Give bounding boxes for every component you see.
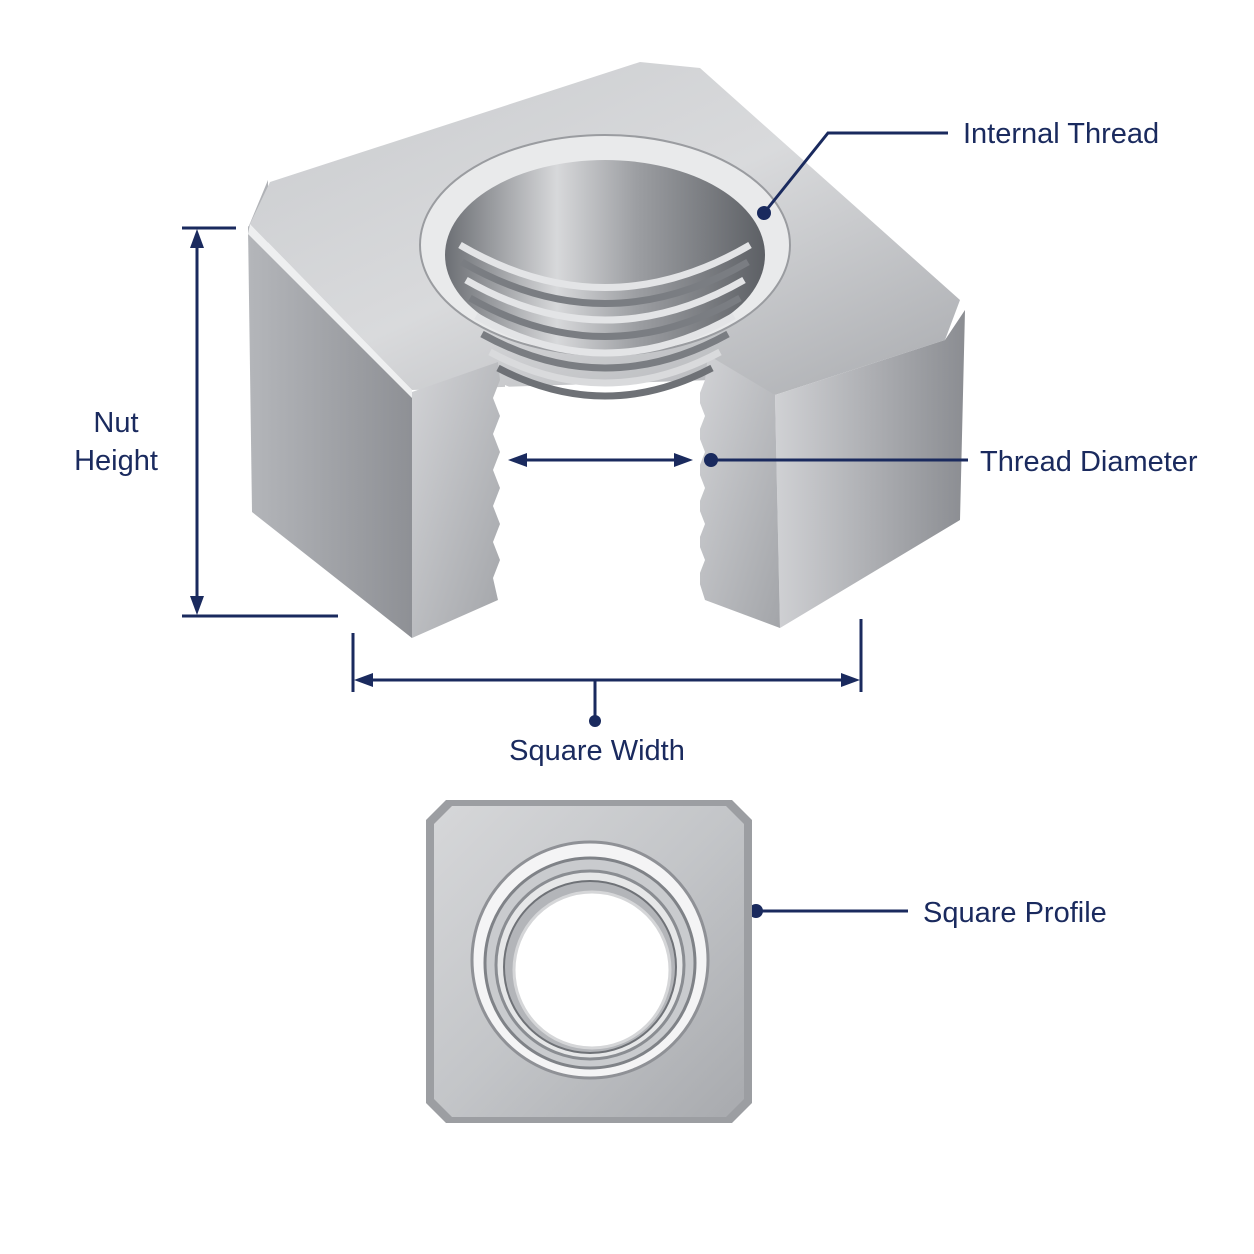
nut-height-arrow-top (190, 229, 204, 248)
square-profile-view (426, 800, 752, 1123)
nut-top-chamfer (248, 224, 412, 398)
thread-diameter-arrow-left (508, 453, 527, 467)
profile-bore-hole (512, 890, 672, 1050)
internal-thread-leader (762, 131, 948, 214)
square-profile-dot (749, 904, 763, 918)
square-width-arrow-right (841, 673, 860, 687)
internal-thread-label: Internal Thread (963, 118, 1159, 150)
thread-diameter-dot (704, 453, 718, 467)
square-nut-3d (248, 62, 965, 640)
bore-opening (445, 160, 765, 350)
thread-diameter-label: Thread Diameter (980, 446, 1198, 478)
annotations (182, 131, 968, 918)
nut-height-label-line1: Nut (93, 407, 138, 439)
square-width-arrow-left (354, 673, 373, 687)
bore-thread-rings (458, 241, 752, 400)
nut-front-left-leg (412, 362, 500, 638)
nut-height-arrow-bottom (190, 596, 204, 615)
nut-right-face (775, 310, 965, 628)
square-profile-label: Square Profile (923, 897, 1107, 929)
square-width-dot (589, 715, 601, 727)
square-width-label: Square Width (509, 735, 685, 767)
nut-slot (505, 385, 700, 640)
internal-thread-dot (757, 206, 771, 220)
nut-left-face-main (248, 226, 412, 638)
nut-height-label-line2: Height (74, 445, 158, 477)
thread-diameter-arrow-right (674, 453, 693, 467)
nut-front-right-leg (698, 355, 780, 628)
